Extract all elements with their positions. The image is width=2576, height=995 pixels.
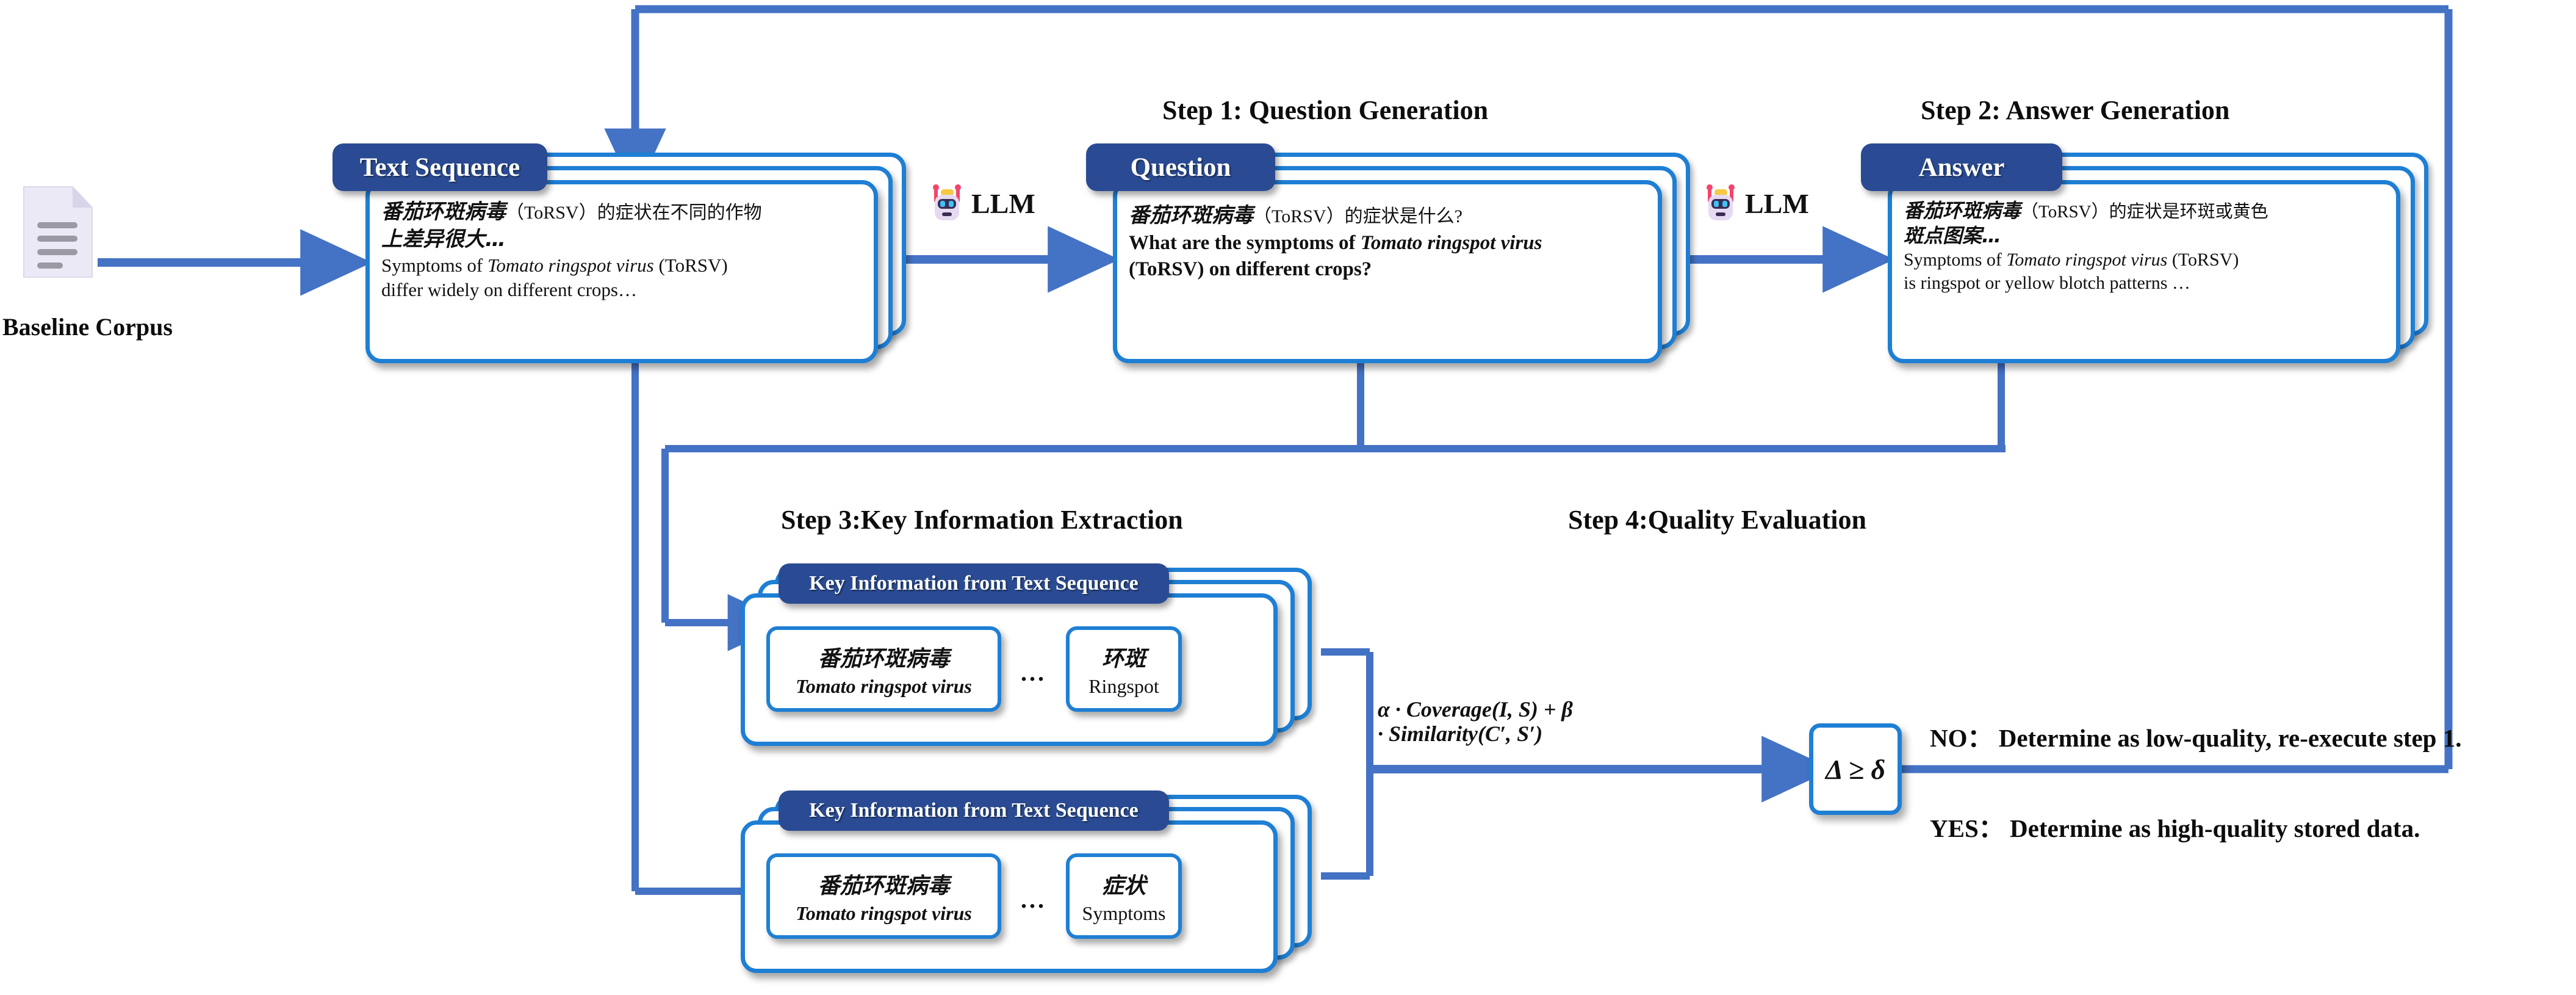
q-zh-1-rest: （ToRSV）的症状是什么? [1253, 206, 1462, 226]
llm-label-2: LLM [1745, 187, 1809, 219]
key-info-top-card[interactable]: 番茄环斑病毒 Tomato ringspot virus ... 环斑 Ring… [720, 563, 1336, 757]
ellipsis-bottom: ... [1021, 886, 1046, 913]
step-title-3: Step 3:Key Information Extraction [781, 505, 1183, 535]
q-en-1-it: Tomato ringspot virus [1360, 231, 1542, 254]
robot-icon [1707, 184, 1735, 220]
llm-label-1: LLM [971, 187, 1035, 219]
ts-zh-1: 番茄环斑病毒 [381, 200, 506, 224]
ki-bot-e2-zh: 症状 [1101, 873, 1146, 899]
a-zh-1: 番茄环斑病毒 [1904, 199, 2021, 222]
answer-card[interactable]: 番茄环斑病毒（ToRSV）的症状是环斑或黄色 斑点图案… Symptoms of… [1861, 143, 2441, 363]
ki-bot-e1-zh: 番茄环斑病毒 [818, 873, 950, 899]
text-sequence-card[interactable]: 番茄环斑病毒（ToRSV）的症状在不同的作物 上差异很大… Symptoms o… [333, 143, 912, 363]
key-entity-box[interactable]: 环斑 Ringspot [1066, 626, 1182, 712]
a-en-2-pre: is ringspot or yellow blotch patterns … [1904, 272, 2190, 293]
q-en-1-pre: What are the symptoms of [1129, 231, 1361, 254]
ki-top-e2-en: Ringspot [1088, 675, 1159, 697]
ts-zh-2: 上差异很大… [381, 227, 506, 252]
key-entity-box[interactable]: 番茄环斑病毒 Tomato ringspot virus [766, 626, 1001, 712]
ts-en-1-it: Tomato ringspot virus [487, 255, 654, 277]
robot-icon [933, 184, 961, 220]
ki-top-e2-zh: 环斑 [1101, 646, 1146, 671]
q-zh-1: 番茄环斑病毒 [1129, 203, 1253, 228]
key-entity-box[interactable]: 症状 Symptoms [1066, 853, 1182, 939]
ki-top-e1-zh: 番茄环斑病毒 [818, 646, 950, 671]
document-icon [21, 183, 95, 281]
threshold-decision-box[interactable]: Δ ≥ δ [1809, 723, 1902, 815]
answer-cap: Answer [1861, 143, 2062, 191]
llm-node-2: LLM [1702, 183, 1809, 223]
question-body: 番茄环斑病毒（ToRSV）的症状是什么? What are the sympto… [1113, 180, 1662, 363]
ki-bot-e1-en: Tomato ringspot virus [796, 902, 972, 924]
ts-en-1-pre: Symptoms of [381, 255, 487, 277]
key-entity-box[interactable]: 番茄环斑病毒 Tomato ringspot virus [766, 853, 1001, 939]
scoring-formula: α · Coverage(I, S) + β · Similarity(C′, … [1378, 697, 1573, 747]
answer-body: 番茄环斑病毒（ToRSV）的症状是环斑或黄色 斑点图案… Symptoms of… [1888, 180, 2400, 363]
llm-node-1: LLM [929, 183, 1035, 223]
question-card[interactable]: 番茄环斑病毒（ToRSV）的症状是什么? What are the sympto… [1086, 143, 1696, 363]
corpus-label: Baseline Corpus [2, 313, 173, 341]
key-info-bottom-cap: Key Information from Text Sequence [779, 791, 1169, 831]
q-en-2-pre: (ToRSV) on different crops? [1129, 258, 1372, 280]
a-zh-2: 斑点图案… [1904, 224, 2002, 248]
stack-sheet-front [1888, 180, 2400, 363]
step-title-2: Step 2: Answer Generation [1921, 95, 2230, 125]
formula-line-1: α · Coverage(I, S) + β [1378, 697, 1573, 722]
threshold-label: Δ ≥ δ [1825, 753, 1886, 785]
key-info-bottom-card[interactable]: 番茄环斑病毒 Tomato ringspot virus ... 症状 Symp… [720, 791, 1336, 984]
key-info-top-cap: Key Information from Text Sequence [779, 563, 1169, 604]
ki-bot-e2-en: Symptoms [1082, 902, 1166, 924]
text-sequence-body: 番茄环斑病毒（ToRSV）的症状在不同的作物 上差异很大… Symptoms o… [365, 180, 878, 363]
a-en-1-pre: Symptoms of [1904, 250, 2007, 270]
ellipsis-top: ... [1021, 659, 1046, 686]
a-en-1-it: Tomato ringspot virus [2006, 250, 2168, 270]
ts-en-1-post: (ToRSV) [653, 255, 728, 277]
text-sequence-cap: Text Sequence [333, 143, 547, 191]
verdict-yes: YES： Determine as high-quality stored da… [1930, 814, 2420, 842]
a-zh-1-rest: （ToRSV）的症状是环斑或黄色 [2021, 202, 2268, 222]
ts-zh-1-rest: （ToRSV）的症状在不同的作物 [506, 203, 762, 223]
stack-sheet-front [365, 180, 878, 363]
verdict-no: NO： Determine as low-quality, re-execute… [1930, 724, 2462, 752]
ts-en-2-pre: differ widely on different crops… [381, 279, 637, 301]
step-title-4: Step 4:Quality Evaluation [1568, 505, 1866, 535]
question-cap: Question [1086, 143, 1275, 191]
stack-sheet-front [1113, 180, 1662, 363]
a-en-1-post: (ToRSV) [2167, 250, 2239, 270]
formula-line-2: · Similarity(C′, S′) [1378, 722, 1543, 747]
step-title-1: Step 1: Question Generation [1162, 95, 1489, 125]
ki-top-e1-en: Tomato ringspot virus [796, 675, 972, 697]
